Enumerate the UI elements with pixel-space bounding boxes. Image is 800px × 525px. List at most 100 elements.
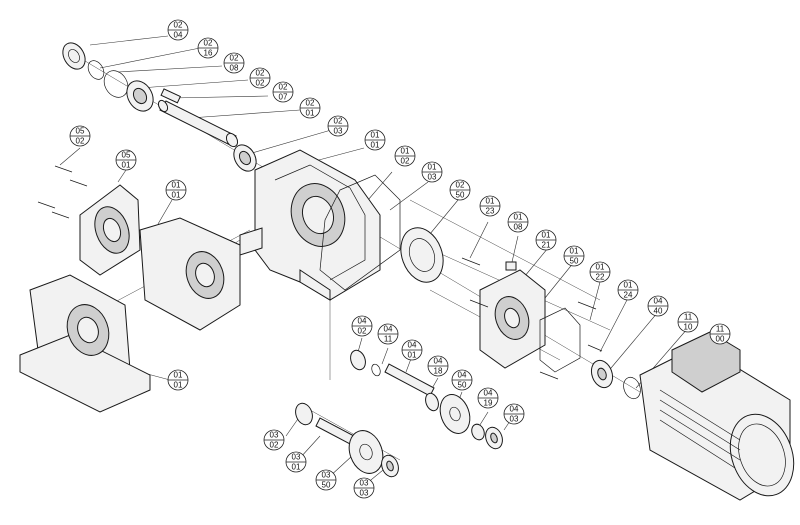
callout-top-number: 02 [204,39,213,48]
housing-gasket [319,174,401,291]
callout-bottom-number: 00 [716,335,725,344]
output-flange [79,184,141,276]
callout-bottom-number: 01 [172,191,181,200]
callout-top-number: 02 [456,181,465,190]
callout-top-number: 02 [256,69,265,78]
callout-bottom-number: 07 [279,93,288,102]
callout-bottom-number: 24 [624,291,633,300]
callout-bottom-number: 02 [401,157,410,166]
callout-top-number: 04 [358,317,367,326]
callout-bottom-number: 08 [514,223,523,232]
callout-bottom-number: 22 [596,273,605,282]
bearing-bottom-a [295,402,313,426]
callout-bottom-number: 01 [371,141,380,150]
bearing-bottom-b [381,454,399,478]
callout-bottom-number: 02 [270,441,279,450]
callout-top-number: 02 [279,83,288,92]
callout-bottom-number: 10 [684,323,693,332]
input-bearing [590,359,614,389]
callout-bottom-number: 50 [456,191,465,200]
spacer-ring [425,392,439,412]
callout-top-number: 02 [174,21,183,30]
callout-top-number: 04 [434,357,443,366]
callout-top-number: 03 [360,479,369,488]
bolts-right [461,257,603,380]
pinion-gear [439,394,471,434]
intermediate-gear [400,227,444,283]
callout-bottom-number: 08 [230,64,239,73]
callout-top-number: 03 [270,431,279,440]
flange-gasket [539,307,581,373]
callout-top-number: 04 [384,325,393,334]
callout-top-number: 04 [510,405,519,414]
callout-top-number: 11 [684,313,693,322]
callout-top-number: 02 [334,117,343,126]
callout-top-number: 03 [322,471,331,480]
callout-top-number: 01 [401,147,410,156]
callout-top-number: 01 [371,131,380,140]
bolts-left [37,165,88,219]
callout-bottom-number: 50 [322,481,331,490]
callout-top-number: 04 [654,297,663,306]
callout-bottom-number: 03 [334,127,343,136]
callout-bottom-number: 21 [542,241,551,250]
callout-top-number: 01 [542,231,551,240]
bearing-upper [126,80,154,112]
callout-bottom-number: 50 [570,257,579,266]
callout-bottom-number: 03 [360,489,369,498]
callout-top-number: 01 [570,247,579,256]
circlip [87,60,105,80]
key [160,88,181,104]
callout-bottom-number: 50 [458,381,467,390]
callout-bottom-number: 02 [358,327,367,336]
callout-bottom-number: 01 [122,161,131,170]
bearing-shaft [233,144,257,172]
callout-bottom-number: 04 [174,31,183,40]
callout-bottom-number: 01 [408,351,417,360]
callout-top-number: 11 [716,325,725,334]
callout-bottom-number: 02 [76,137,85,146]
callout-bottom-number: 01 [306,109,315,118]
callout-bottom-number: 03 [428,173,437,182]
callout-bottom-number: 40 [654,307,663,316]
middle-housing [139,217,241,331]
callout-bottom-number: 18 [434,367,443,376]
callout-top-number: 01 [514,213,523,222]
electric-motor [639,331,795,501]
callout-top-number: 04 [484,389,493,398]
callout-top-number: 04 [458,371,467,380]
callout-top-number: 01 [428,163,437,172]
main-gear-housing [239,149,381,301]
callout-bottom-number: 01 [174,381,183,390]
pinion-shaft [384,363,435,397]
